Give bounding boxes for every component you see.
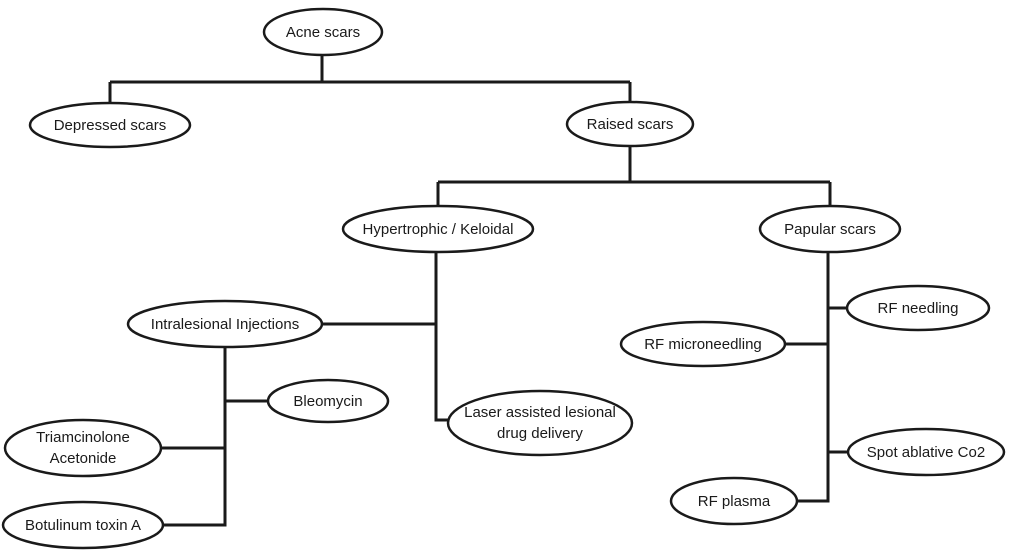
node-botulinum-toxin-a: Botulinum toxin A xyxy=(1,500,165,550)
node-bleomycin: Bleomycin xyxy=(266,378,390,424)
node-label: Spot ablative Co2 xyxy=(867,444,985,461)
node-label: Hypertrophic / Keloidal xyxy=(363,221,514,238)
edge-hypertrophic-trunk xyxy=(434,252,450,422)
node-label: Depressed scars xyxy=(54,117,167,134)
node-raised-scars: Raised scars xyxy=(565,100,695,148)
node-label-line-1: Laser assisted lesional xyxy=(464,404,616,421)
connectors xyxy=(108,55,850,527)
node-rf-needling: RF needling xyxy=(845,284,991,332)
node-label: Raised scars xyxy=(587,116,674,133)
node-hypertrophic-keloidal: Hypertrophic / Keloidal xyxy=(341,204,535,254)
node-label: Acne scars xyxy=(286,24,360,41)
node-label: Botulinum toxin A xyxy=(25,517,141,534)
node-spot-ablative-co2: Spot ablative Co2 xyxy=(846,427,1006,477)
edge-papular-trunk xyxy=(797,252,830,503)
edge-injections-trunk xyxy=(163,345,227,527)
node-rf-plasma: RF plasma xyxy=(669,476,799,526)
node-rf-microneedling: RF microneedling xyxy=(619,320,787,368)
node-label: RF needling xyxy=(878,300,959,317)
node-label-line-2: drug delivery xyxy=(497,425,583,442)
node-triamcinolone-acetonide: Triamcinolone Acetonide xyxy=(3,418,163,478)
node-laser-assisted-drug-delivery: Laser assisted lesional drug delivery xyxy=(446,389,634,457)
node-acne-scars: Acne scars xyxy=(262,7,384,57)
node-label-line-1: Triamcinolone xyxy=(36,429,130,446)
node-label: Bleomycin xyxy=(293,393,362,410)
node-depressed-scars: Depressed scars xyxy=(28,101,192,149)
node-intralesional-injections: Intralesional Injections xyxy=(126,299,324,349)
node-label: RF microneedling xyxy=(644,336,762,353)
node-label-line-2: Acetonide xyxy=(50,450,117,467)
node-label: Papular scars xyxy=(784,221,876,238)
node-papular-scars: Papular scars xyxy=(758,204,902,254)
node-label: RF plasma xyxy=(698,493,771,510)
node-label: Intralesional Injections xyxy=(151,316,299,333)
